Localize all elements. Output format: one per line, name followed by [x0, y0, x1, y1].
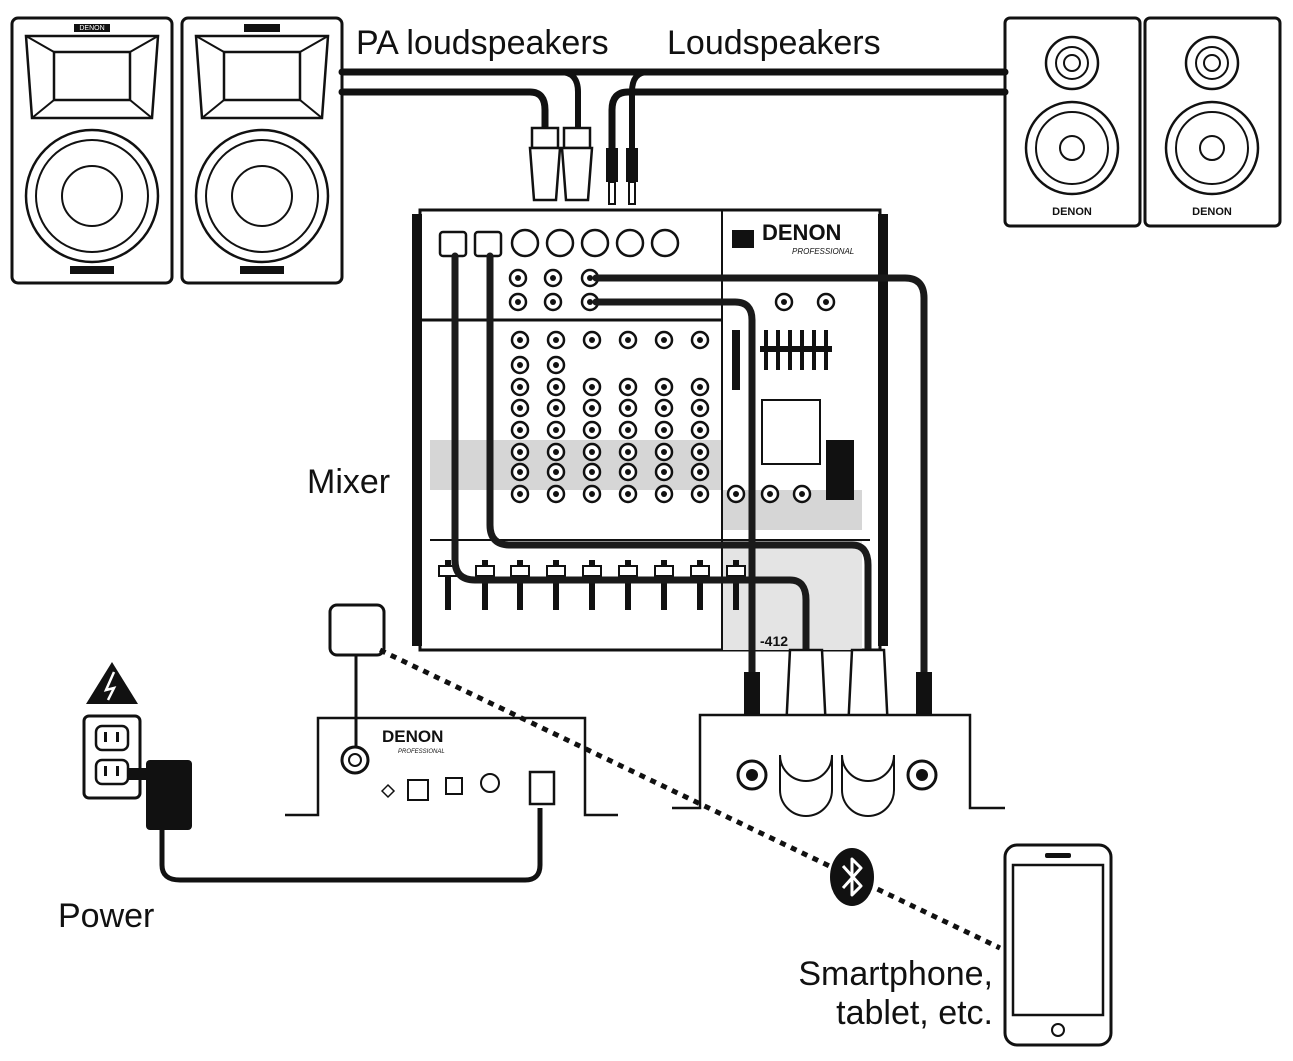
receiver-output-panel — [672, 713, 1005, 817]
loudspeakers-label: Loudspeakers — [667, 24, 881, 62]
bluetooth-receiver-panel: DENON PROFESSIONAL — [285, 716, 618, 817]
speaker-cables — [338, 68, 1009, 154]
receiver-brand: DENON — [382, 727, 443, 746]
receiver-brand-sub: PROFESSIONAL — [398, 749, 445, 755]
smartphone-label: Smartphone, tablet, etc. — [798, 955, 993, 1033]
power-label: Power — [58, 897, 155, 935]
jack-plugs-monitors — [606, 148, 638, 205]
high-voltage-warning-icon — [86, 662, 138, 704]
mixer-brand-sub: PROFESSIONAL — [792, 247, 854, 256]
antenna — [328, 603, 386, 748]
wall-outlet-icon — [82, 714, 142, 800]
xlr-plugs-pa — [528, 126, 594, 202]
power-adapter-icon — [128, 760, 192, 830]
power-cable — [159, 808, 543, 883]
mixer: DENON PROFESSIONAL -412 — [412, 208, 888, 652]
pa-speaker-right — [180, 16, 344, 285]
monitor-speaker-right: DENON — [1143, 16, 1282, 228]
pa-speaker-left-badge: DENON — [79, 25, 104, 32]
mixer-to-receiver-cables — [451, 252, 928, 684]
channel-faders — [438, 559, 746, 611]
mixer-model: -412 — [760, 633, 788, 649]
effects-panel — [761, 399, 821, 465]
pa-speaker-left: DENON — [10, 16, 174, 285]
level-meter — [826, 440, 854, 500]
mixer-brand: DENON — [762, 220, 841, 245]
monitor-speaker-left: DENON — [1003, 16, 1142, 228]
pa-loudspeakers-label: PA loudspeakers — [356, 24, 609, 62]
graphic-eq — [732, 330, 832, 390]
mixer-label: Mixer — [307, 463, 391, 501]
mixer-shade-band — [430, 440, 722, 490]
monitor-left-brand: DENON — [1052, 206, 1092, 218]
monitor-right-brand: DENON — [1192, 206, 1232, 218]
smartphone — [1003, 843, 1113, 1047]
bluetooth-icon — [830, 848, 874, 906]
